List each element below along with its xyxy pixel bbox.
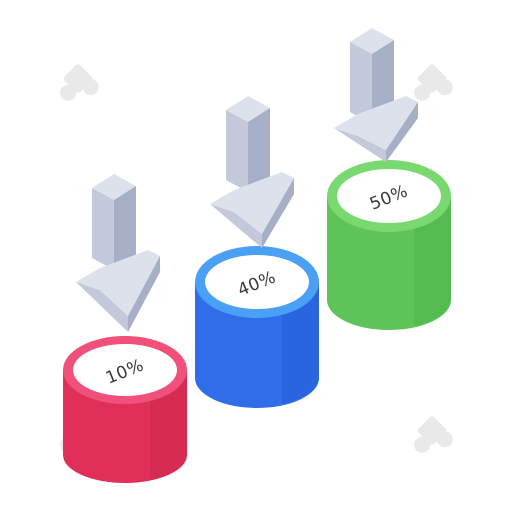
cylinder-40: 40% <box>195 246 319 408</box>
cylinder-body-shade <box>414 196 451 326</box>
cylinder-50: 50% <box>327 160 451 330</box>
cylinder-top-disc <box>205 255 309 309</box>
cylinder-body <box>327 196 451 330</box>
down-arrow-icon <box>76 174 160 332</box>
watermark-logo-icon <box>60 64 99 101</box>
watermark-logo-icon <box>414 64 453 101</box>
watermark-logo-icon <box>414 416 453 453</box>
down-arrow-icon <box>334 28 418 162</box>
cylinder-10: 10% <box>63 336 187 483</box>
cylinder-body-shade <box>282 282 319 404</box>
cylinder-body <box>195 282 319 408</box>
cylinder-top-disc <box>337 169 441 223</box>
down-arrow-icon <box>210 96 294 248</box>
cylinder-top-disc <box>73 344 177 396</box>
